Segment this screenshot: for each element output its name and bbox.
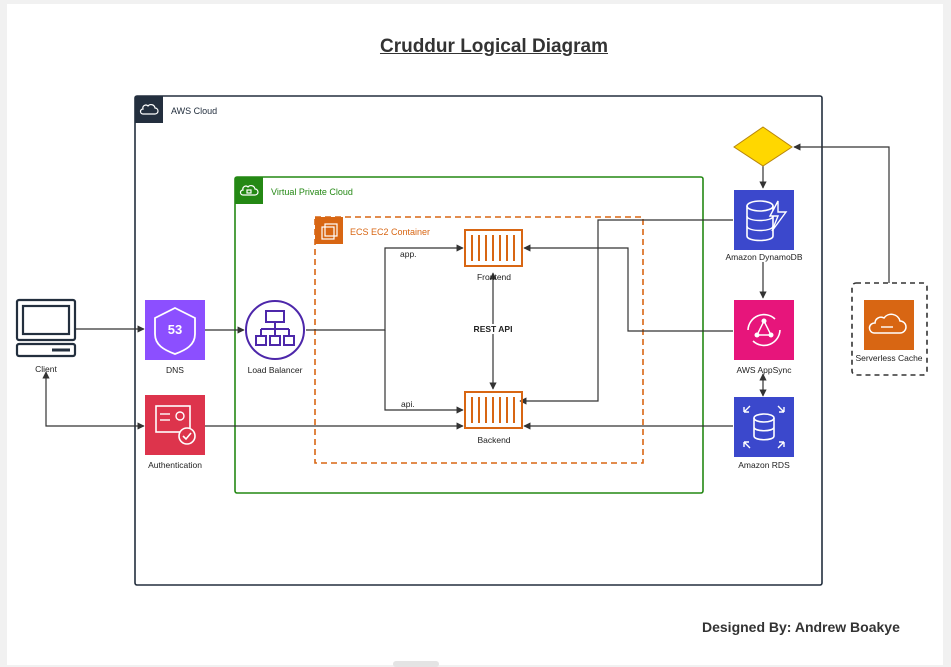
designer-credit: Designed By: Andrew Boakye	[702, 619, 900, 635]
serverless-cache-label: Serverless Cache	[855, 353, 923, 363]
client-label: Client	[35, 364, 57, 374]
vpc-label: Virtual Private Cloud	[271, 187, 353, 197]
edge-cache-decision	[793, 143, 890, 283]
vpc-group	[234, 176, 704, 494]
edge-label-app: app.	[400, 249, 417, 259]
frontend-label: Frontend	[476, 272, 512, 282]
rds-icon	[734, 397, 794, 457]
backend-container-icon	[464, 391, 523, 429]
elasticache-icon	[864, 300, 914, 350]
aws-cloud-label: AWS Cloud	[171, 106, 218, 116]
ecs-label: ECS EC2 Container	[350, 227, 431, 237]
edge-client-auth	[42, 371, 145, 430]
vpc-lock-cloud-icon	[239, 185, 259, 196]
diagram-title: Cruddur Logical Diagram	[379, 36, 609, 57]
ecs-group	[314, 216, 644, 464]
ec2-instance-icon	[321, 223, 338, 240]
cognito-icon	[145, 395, 205, 455]
appsync-label: AWS AppSync	[736, 365, 792, 375]
decision-diamond	[733, 126, 793, 167]
rds-label: Amazon RDS	[738, 460, 790, 470]
cloud-icon	[139, 104, 159, 115]
client-computer-icon	[15, 298, 77, 358]
edge-dynamodb-backend	[519, 219, 733, 405]
authentication-label: Authentication	[148, 460, 202, 470]
edge-appsync-frontend	[523, 244, 733, 332]
aws-cloud-badge	[135, 96, 163, 123]
appsync-icon	[734, 300, 794, 360]
backend-label: Backend	[477, 435, 511, 445]
dynamodb-icon	[734, 190, 794, 250]
edge-lb-frontend	[306, 244, 464, 331]
scrollbar-thumb[interactable]	[393, 661, 439, 667]
edge-label-api: api.	[401, 399, 415, 409]
route53-icon	[145, 300, 205, 360]
edge-lb-backend	[384, 330, 464, 414]
load-balancer-icon	[245, 300, 305, 360]
dynamodb-label: Amazon DynamoDB	[725, 252, 803, 262]
load-balancer-label: Load Balancer	[247, 365, 303, 375]
aws-cloud-group	[134, 95, 823, 586]
frontend-container-icon	[464, 229, 523, 267]
edge-label-rest-api: REST API	[471, 324, 515, 334]
dns-label: DNS	[166, 365, 184, 375]
route53-badge: 53	[167, 322, 183, 337]
ecs-badge	[315, 217, 343, 244]
